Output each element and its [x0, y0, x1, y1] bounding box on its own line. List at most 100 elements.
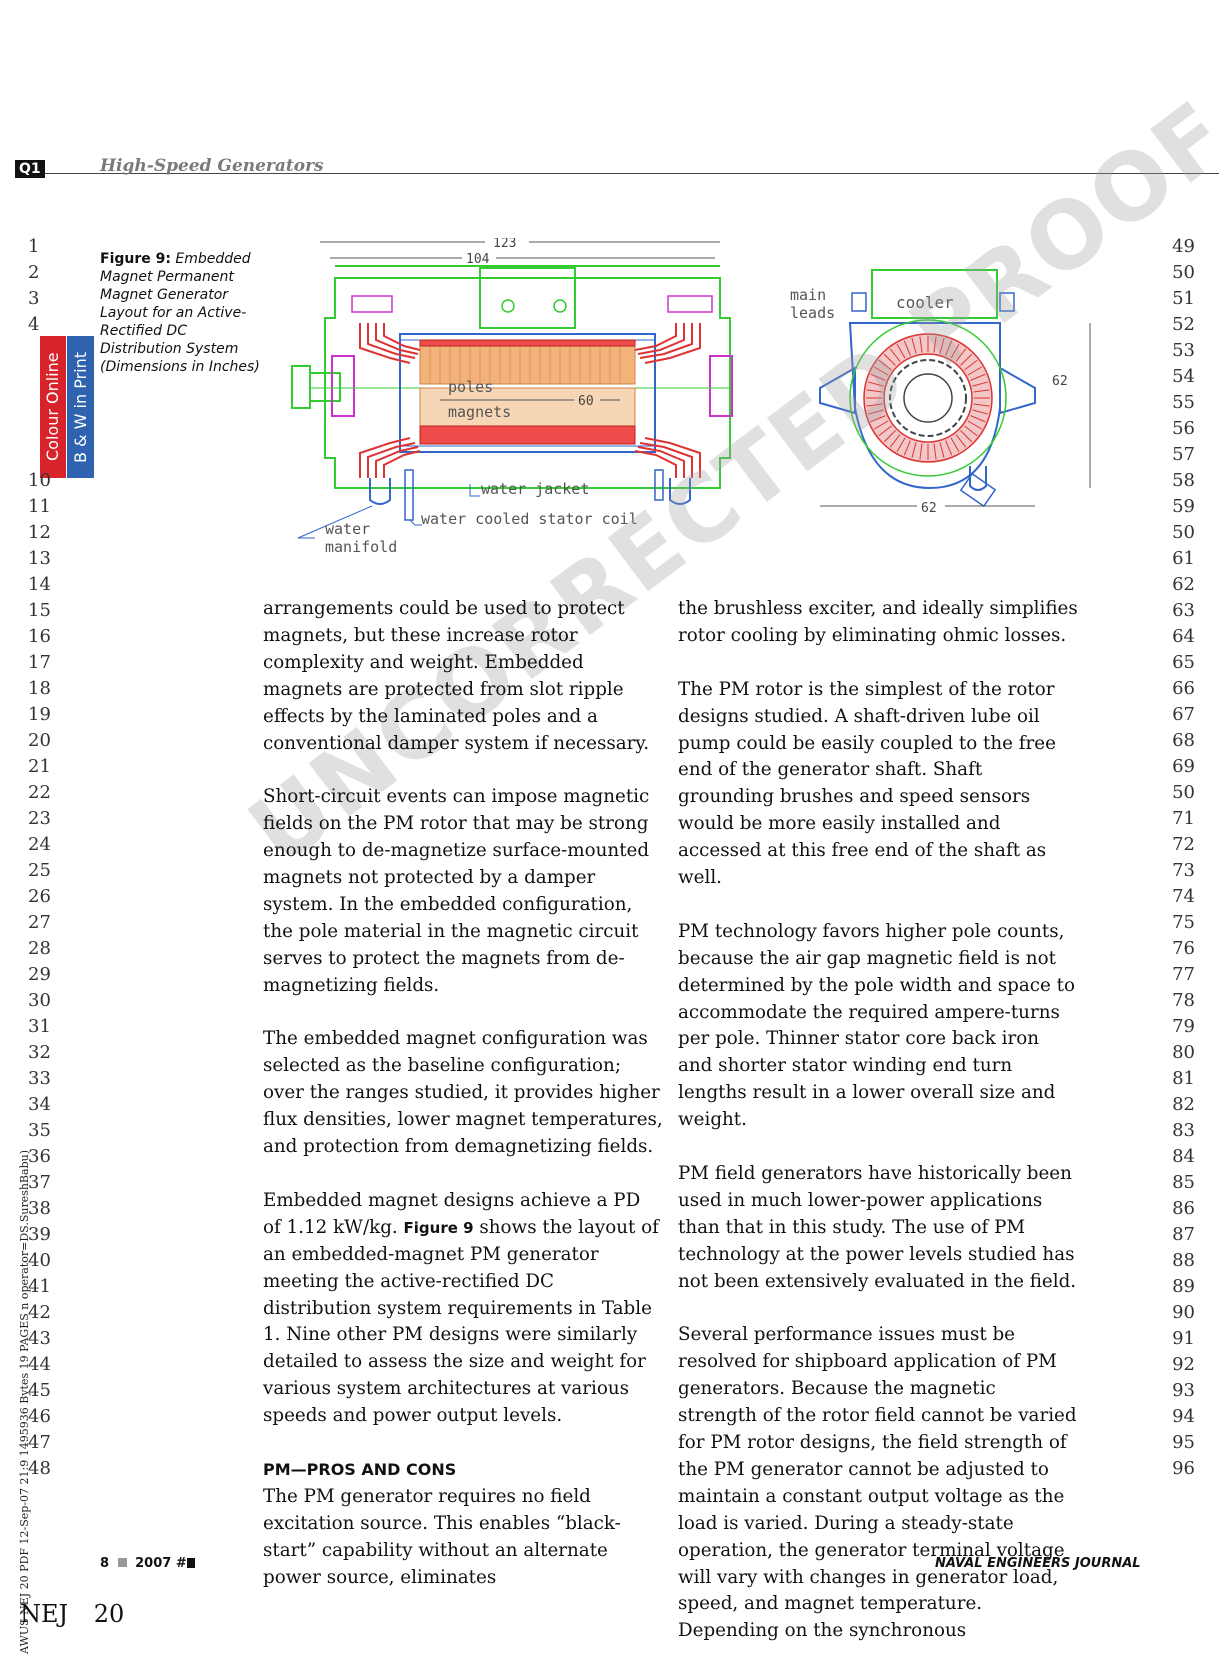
line-number-left: 17: [28, 652, 51, 673]
bearing-right: [709, 355, 733, 417]
line-number-right: 58: [1172, 470, 1195, 491]
label-poles: poles: [448, 378, 493, 396]
line-number-right: 54: [1172, 366, 1195, 387]
label-water-cooled-stator-coil: water cooled stator coil: [421, 510, 638, 528]
line-number-right: 95: [1172, 1432, 1195, 1453]
stator-slot: [950, 344, 960, 359]
figure-label: Figure 9:: [100, 251, 171, 267]
line-number-left: 11: [28, 496, 51, 517]
stator-slot: [972, 381, 989, 387]
stator-slot: [911, 337, 917, 354]
line-number-right: 75: [1172, 912, 1195, 933]
stator-coil-bar: [419, 425, 636, 445]
stator-slot: [911, 442, 917, 459]
line-number-right: 50: [1172, 522, 1195, 543]
line-number-right: 71: [1172, 808, 1195, 829]
line-number-right: 62: [1172, 574, 1195, 595]
stator-slot: [933, 336, 937, 353]
nej-mark: NEJ 20: [20, 1600, 124, 1628]
foot-right: [999, 366, 1036, 415]
manifold-u-left: [369, 478, 391, 505]
main-leads-box: [851, 292, 867, 312]
header-rule: [40, 173, 1219, 174]
line-number-left: 47: [28, 1432, 51, 1453]
stator-coil-bar-top: [419, 339, 636, 347]
line-number-left: 13: [28, 548, 51, 569]
line-number-right: 68: [1172, 730, 1195, 751]
stator-slot: [970, 415, 986, 423]
line-number-right: 56: [1172, 418, 1195, 439]
nej-text: NEJ: [20, 1600, 69, 1628]
line-number-right: 93: [1172, 1380, 1195, 1401]
line-number-left: 12: [28, 522, 51, 543]
line-number-right: 84: [1172, 1146, 1195, 1167]
line-number-left: 44: [28, 1354, 51, 1375]
line-number-right: 59: [1172, 496, 1195, 517]
rotor-laminations: [889, 359, 967, 437]
stator-slot: [955, 434, 967, 448]
line-number-left: 36: [28, 1146, 51, 1167]
stator-slot: [889, 434, 901, 448]
left-paragraph-4: Embedded magnet designs achieve a PD of …: [263, 1188, 663, 1430]
line-number-left: 31: [28, 1016, 51, 1037]
stator-slot: [964, 425, 978, 437]
dim-62-vertical-label: 62: [1052, 374, 1068, 389]
line-number-left: 29: [28, 964, 51, 985]
footer-journal-name: NAVAL ENGINEERS JOURNAL: [935, 1556, 1141, 1571]
leader-stator-coil: [409, 519, 422, 526]
terminal-box: [479, 267, 576, 329]
line-number-left: 27: [28, 912, 51, 933]
line-number-right: 87: [1172, 1224, 1195, 1245]
line-number-right: 91: [1172, 1328, 1195, 1349]
line-number-right: 50: [1172, 782, 1195, 803]
dim-123-label: 123: [493, 238, 516, 251]
line-number-right: 66: [1172, 678, 1195, 699]
line-number-right: 80: [1172, 1042, 1195, 1063]
stator-slot: [903, 440, 911, 456]
stator-slot: [970, 373, 986, 381]
stator-slot: [967, 366, 982, 376]
footer-square-icon: [117, 1558, 127, 1567]
label-main: main: [790, 286, 826, 304]
rotor-poles: [419, 345, 636, 385]
left-paragraph-3: The embedded magnet configuration was se…: [263, 1028, 663, 1158]
line-number-left: 42: [28, 1302, 51, 1323]
line-number-left: 48: [28, 1458, 51, 1479]
stator-slot: [883, 353, 896, 366]
cooler-pipe: [999, 292, 1015, 312]
stator-slot: [867, 409, 884, 415]
line-number-left: 40: [28, 1250, 51, 1271]
label-magnets: magnets: [448, 403, 511, 421]
stator-slot: [955, 348, 967, 362]
dim-62-vertical-bg: [1048, 372, 1078, 388]
stator-slot: [964, 359, 978, 371]
stator-slot: [945, 340, 953, 356]
line-number-right: 96: [1172, 1458, 1195, 1479]
stator-slot: [874, 420, 889, 430]
line-number-right: 65: [1172, 652, 1195, 673]
line-number-right: 86: [1172, 1198, 1195, 1219]
line-number-left: 34: [28, 1094, 51, 1115]
line-number-right: 51: [1172, 288, 1195, 309]
line-number-left: 3: [28, 288, 40, 309]
colour-online-tag: Colour Online: [40, 336, 66, 478]
line-number-right: 79: [1172, 1016, 1195, 1037]
line-number-right: 61: [1172, 548, 1195, 569]
left-paragraph-2: Short-circuit events can impose magnetic…: [263, 786, 650, 996]
dim-123-bg: [485, 238, 529, 250]
label-leads: leads: [790, 304, 835, 322]
dim-60-label: 60: [578, 394, 594, 409]
line-number-right: 67: [1172, 704, 1195, 725]
line-number-left: 37: [28, 1172, 51, 1193]
left-paragraph-4-a: Embedded magnet designs achieve a PD of …: [263, 1189, 641, 1238]
foot-left: [819, 366, 856, 415]
leader-water-manifold: [297, 505, 373, 539]
stator-slot: [950, 437, 960, 452]
line-number-right: 90: [1172, 1302, 1195, 1323]
stator-slot: [960, 353, 973, 366]
stator-slot: [903, 340, 911, 356]
line-number-right: 89: [1172, 1276, 1195, 1297]
stator-slots: [866, 336, 990, 460]
label-water-jacket: water jacket: [481, 480, 589, 498]
footer-page-number: 8: [100, 1556, 110, 1571]
